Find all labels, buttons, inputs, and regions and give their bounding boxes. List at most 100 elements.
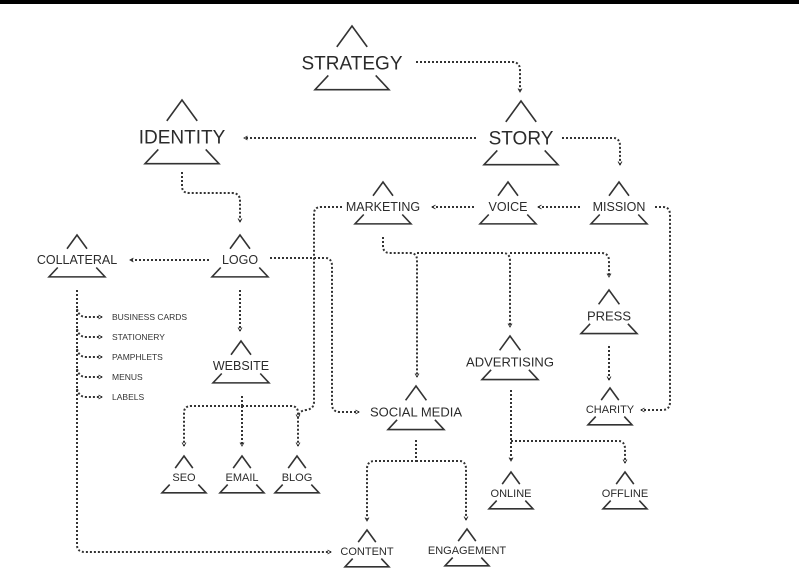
node-content: CONTENT — [340, 528, 394, 568]
node-label: VOICE — [489, 200, 528, 214]
edge-marketing-to-social-media — [382, 237, 420, 378]
collateral-item: LABELS — [112, 392, 144, 402]
node-email: EMAIL — [218, 454, 266, 494]
edge-logo-to-social-media — [270, 257, 360, 415]
node-label: MARKETING — [346, 200, 420, 214]
edge-marketing-to-press — [510, 252, 612, 278]
node-logo: LOGO — [210, 233, 270, 278]
top-bar — [0, 0, 799, 4]
node-label: COLLATERAL — [37, 253, 117, 267]
triangle-top-icon — [174, 454, 194, 469]
triangle-top-icon — [615, 470, 635, 485]
node-label: CHARITY — [586, 404, 635, 416]
edge-mission-to-charity — [640, 206, 671, 413]
node-label: BLOG — [282, 472, 313, 484]
triangle-base-icon — [143, 148, 221, 165]
edge-collateral-to-item — [76, 348, 103, 360]
node-label: OFFLINE — [602, 488, 648, 500]
edge-marketing-to-advertising — [417, 252, 513, 328]
node-label: ENGAGEMENT — [428, 545, 507, 557]
edge-website-to-seo — [181, 396, 243, 447]
node-website: WEBSITE — [211, 339, 271, 384]
edge-marketing-to-blog — [295, 206, 342, 419]
node-marketing: MARKETING — [346, 180, 420, 225]
node-offline: OFFLINE — [601, 470, 649, 510]
node-social-media: SOCIAL MEDIA — [370, 384, 462, 431]
node-label: STRATEGY — [302, 54, 403, 75]
triangle-base-icon — [313, 74, 391, 91]
edge-collateral-to-content — [76, 290, 332, 555]
node-label: WEBSITE — [213, 359, 269, 373]
node-voice: VOICE — [478, 180, 538, 225]
triangle-base-icon — [443, 557, 491, 567]
edge-website-to-blog — [242, 405, 301, 447]
node-online: ONLINE — [487, 470, 535, 510]
collateral-item: PAMPHLETS — [112, 352, 163, 362]
triangle-base-icon — [482, 149, 560, 166]
triangle-base-icon — [579, 323, 639, 335]
triangle-base-icon — [160, 484, 208, 494]
triangle-top-icon — [501, 470, 521, 485]
triangle-top-icon — [232, 454, 252, 469]
node-label: LOGO — [222, 253, 258, 267]
triangle-top-icon — [457, 527, 477, 542]
node-label: STORY — [489, 129, 554, 150]
node-label: EMAIL — [225, 472, 258, 484]
triangle-top-icon — [597, 288, 621, 305]
triangle-top-icon — [357, 528, 377, 543]
triangle-top-icon — [498, 334, 522, 351]
triangle-base-icon — [478, 213, 538, 225]
triangle-base-icon — [386, 419, 446, 431]
triangle-top-icon — [505, 99, 537, 123]
triangle-top-icon — [336, 24, 368, 48]
edge-collateral-to-item — [76, 388, 103, 400]
node-label: MISSION — [593, 200, 646, 214]
triangle-top-icon — [372, 180, 394, 197]
edge-collateral-to-item — [76, 328, 103, 340]
node-identity: IDENTITY — [139, 98, 226, 165]
triangle-base-icon — [601, 500, 649, 510]
edge-identity-to-logo — [181, 172, 243, 223]
node-press: PRESS — [579, 288, 639, 335]
node-collateral: COLLATERAL — [37, 233, 117, 278]
node-blog: BLOG — [273, 454, 321, 494]
triangle-top-icon — [230, 339, 252, 356]
node-label: CONTENT — [340, 546, 393, 558]
triangle-base-icon — [47, 266, 107, 278]
node-label: PRESS — [587, 309, 631, 324]
triangle-top-icon — [229, 233, 251, 250]
node-seo: SEO — [160, 454, 208, 494]
node-charity: CHARITY — [586, 386, 635, 426]
triangle-top-icon — [600, 386, 620, 401]
triangle-top-icon — [404, 384, 428, 401]
node-label: ADVERTISING — [466, 355, 554, 370]
triangle-top-icon — [287, 454, 307, 469]
node-engagement: ENGAGEMENT — [428, 527, 507, 567]
edge-social-media-to-engagement — [416, 460, 469, 521]
edge-collateral-to-item — [76, 368, 103, 380]
node-label: SEO — [172, 472, 196, 484]
triangle-top-icon — [166, 98, 198, 122]
edge-story-to-mission — [562, 137, 623, 166]
triangle-top-icon — [497, 180, 519, 197]
edge-advertising-to-offline — [511, 440, 628, 464]
triangle-base-icon — [487, 500, 535, 510]
collateral-item: MENUS — [112, 372, 143, 382]
triangle-base-icon — [343, 558, 391, 568]
node-label: ONLINE — [491, 488, 532, 500]
edge-strategy-to-story — [416, 61, 523, 93]
edge-collateral-to-item — [76, 308, 103, 320]
node-strategy: STRATEGY — [302, 24, 403, 91]
node-label: SOCIAL MEDIA — [370, 405, 462, 420]
collateral-item: BUSINESS CARDS — [112, 312, 187, 322]
node-story: STORY — [482, 99, 560, 166]
collateral-item: STATIONERY — [112, 332, 165, 342]
triangle-base-icon — [586, 416, 634, 426]
triangle-top-icon — [608, 180, 630, 197]
triangle-top-icon — [66, 233, 88, 250]
node-label: IDENTITY — [139, 128, 226, 149]
triangle-base-icon — [211, 372, 271, 384]
node-advertising: ADVERTISING — [466, 334, 554, 381]
triangle-base-icon — [273, 484, 321, 494]
